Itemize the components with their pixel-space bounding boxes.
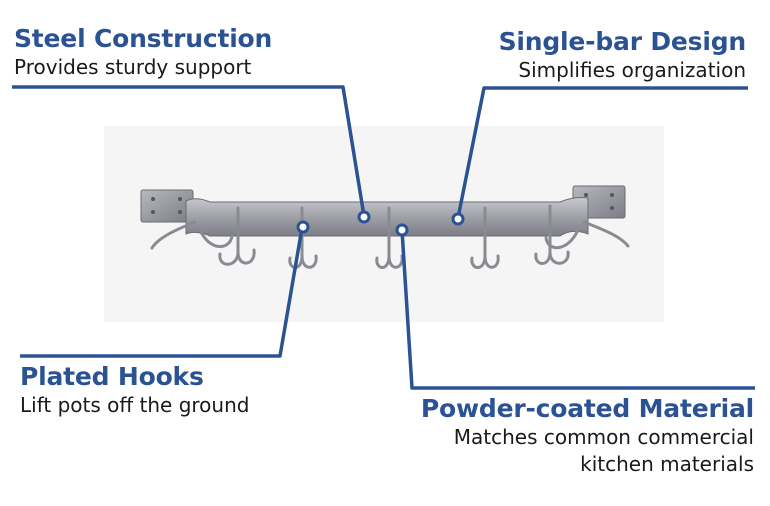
callout-powder-coated-material: Powder-coated Material Matches common co… xyxy=(421,394,754,478)
callout-lines xyxy=(12,85,755,390)
feature-title: Steel Construction xyxy=(14,24,273,53)
callout-single-bar-design: Single-bar Design Simplifies organizatio… xyxy=(498,27,747,84)
callout-line-powder xyxy=(400,229,755,390)
callout-dots xyxy=(296,210,465,237)
feature-title: Single-bar Design xyxy=(498,27,747,56)
callout-line-steel xyxy=(12,85,366,217)
feature-subtitle-line1: Matches common commercial xyxy=(453,425,754,449)
feature-title: Powder-coated Material xyxy=(420,394,754,423)
steel-bar xyxy=(185,197,589,237)
callout-dot-hooks xyxy=(296,220,310,234)
callout-line-singlebar xyxy=(456,86,748,219)
callout-dot-steel xyxy=(357,210,371,224)
feature-subtitle: Provides sturdy support xyxy=(14,55,252,79)
callout-dot-singlebar xyxy=(451,212,465,226)
callout-dot-powder xyxy=(395,223,409,237)
left-wall-bracket xyxy=(140,189,194,223)
callout-steel-construction: Steel Construction Provides sturdy suppo… xyxy=(14,24,272,81)
callout-plated-hooks: Plated Hooks Lift pots off the ground xyxy=(20,362,249,419)
feature-title: Plated Hooks xyxy=(20,362,204,391)
feature-subtitle: Simplifies organization xyxy=(518,58,746,82)
feature-subtitle-line2: kitchen materials xyxy=(580,452,754,476)
feature-subtitle: Lift pots off the ground xyxy=(20,393,250,417)
callout-line-hooks xyxy=(20,227,304,358)
